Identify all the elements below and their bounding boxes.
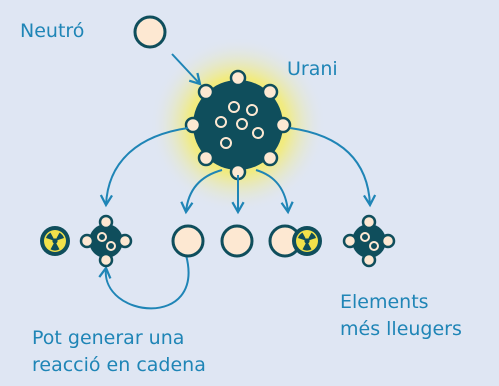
lighter-elements-label-line2: més lleugers: [340, 318, 462, 340]
uranium-label: Urani: [287, 58, 338, 80]
lighter-elements-label-line1: Elements: [340, 291, 429, 313]
released-neutrons: [171, 224, 302, 258]
lighter-nucleus: [342, 214, 396, 268]
neutron-particle: [220, 224, 254, 258]
neutron-particle: [171, 224, 205, 258]
radiation-icon: [292, 226, 322, 256]
neutron-label: Neutró: [20, 20, 85, 42]
chain-reaction-label-line1: Pot generar una: [32, 327, 185, 349]
fission-arrows: [98, 127, 377, 310]
incoming-neutron-arrow: [171, 53, 202, 86]
neutron-particle: [133, 15, 167, 49]
lighter-nucleus: [79, 214, 133, 268]
chain-reaction-label-line2: reacció en cadena: [32, 354, 206, 376]
uranium-nucleus: [184, 69, 292, 181]
radiation-icon: [40, 226, 70, 256]
